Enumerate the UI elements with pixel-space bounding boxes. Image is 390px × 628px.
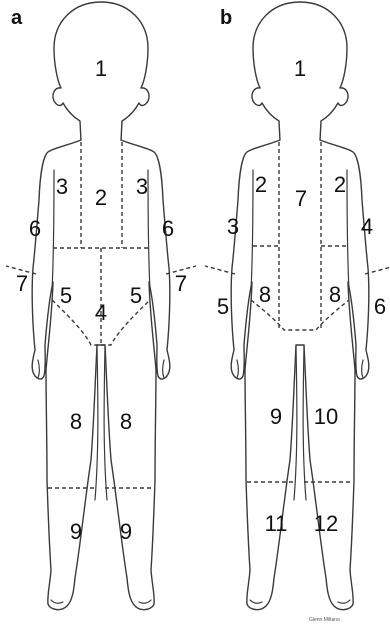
region-label: 9 [70,519,82,544]
region-label: 2 [95,185,107,210]
region-label: 6 [162,216,174,241]
region-label: 3 [56,174,68,199]
panel-label-b: b [220,7,232,29]
region-label: 11 [265,511,288,536]
region-label: 8 [120,409,132,434]
region-label: 12 [314,511,338,536]
region-label: 8 [259,282,271,307]
region-label: 5 [217,294,229,319]
region-label: 8 [70,409,82,434]
region-label: 2 [334,172,346,197]
region-label: 2 [255,172,267,197]
region-label: 10 [314,404,338,429]
region-label: 7 [16,271,28,296]
region-label: 1 [294,56,306,81]
region-label: 5 [60,283,72,308]
region-label: 7 [175,271,187,296]
region-label: 6 [374,294,386,319]
region-label: 4 [95,300,107,325]
region-label: 1 [95,56,107,81]
panel-a: a 1 3 2 3 6 6 7 5 4 5 7 8 8 9 [6,2,196,610]
region-label: 6 [29,216,41,241]
panel-label-a: a [11,7,23,29]
region-label: 9 [120,519,132,544]
region-label: 8 [329,282,341,307]
region-label: 3 [227,214,239,239]
region-label: 3 [136,174,148,199]
illustrator-credit: Glenn Miltano [309,617,340,623]
region-label: 4 [361,214,373,239]
region-label: 7 [295,186,307,211]
panel-b: b 1 2 7 2 3 4 8 8 5 6 9 10 11 12 [205,2,390,623]
region-label: 9 [270,404,282,429]
region-label: 5 [130,283,142,308]
